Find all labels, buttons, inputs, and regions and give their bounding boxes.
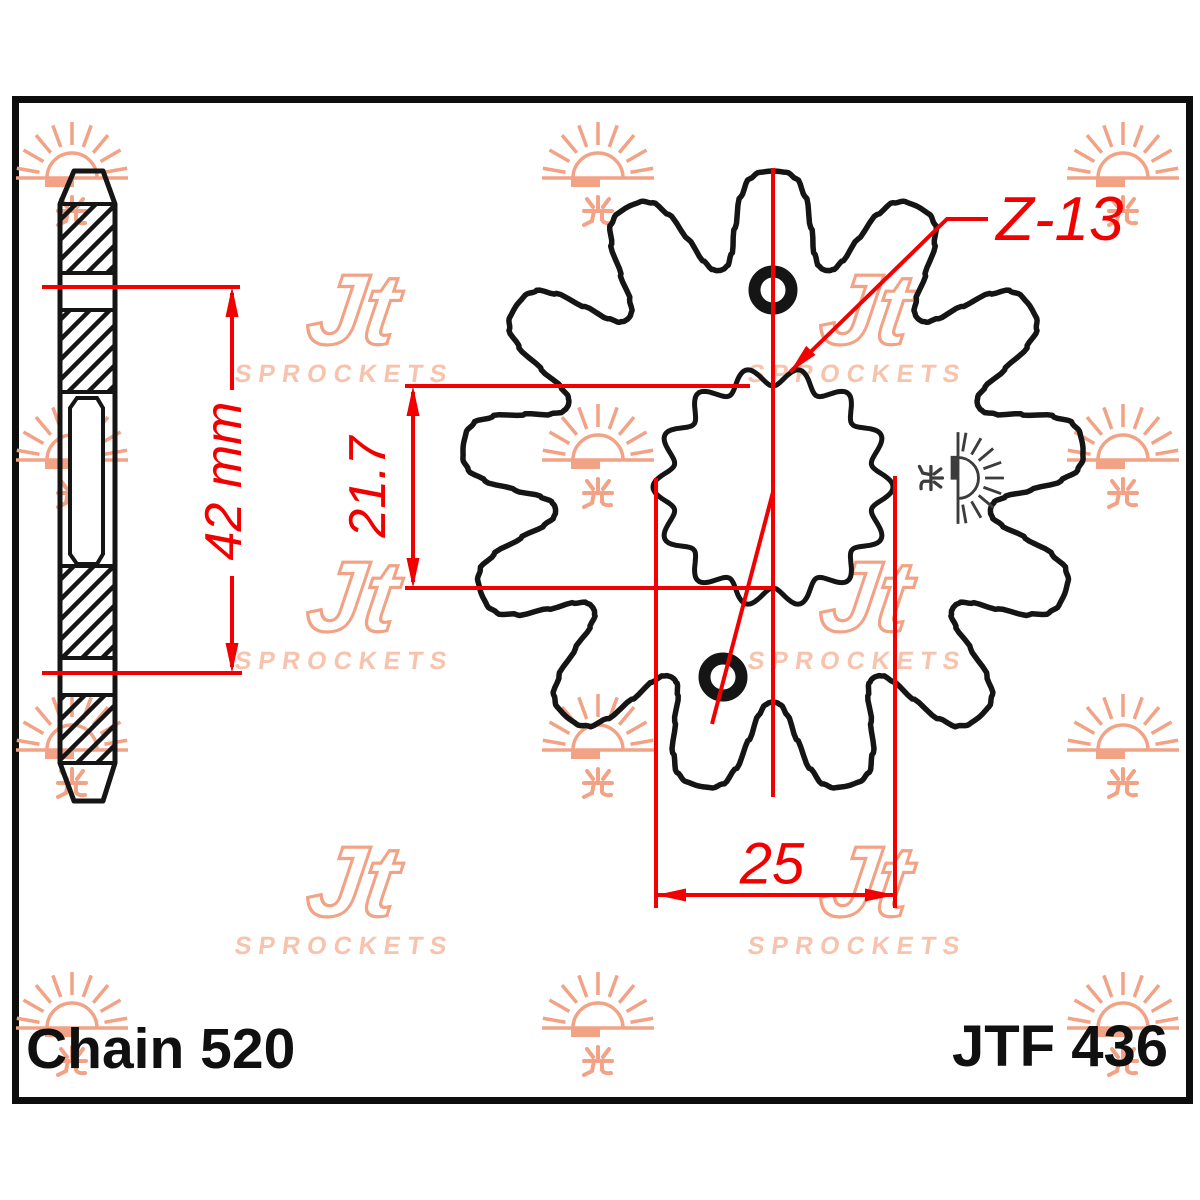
guang-character <box>582 477 614 509</box>
jt-logo-subtext: SPROCKETS <box>746 647 968 675</box>
bolt-hole-bottom <box>698 652 748 702</box>
sun-watermark-icon <box>1067 972 1179 1077</box>
part-number-label: JTF 436 <box>952 1014 1168 1079</box>
sun-watermark-icon <box>917 432 1004 524</box>
drawing-border-frame <box>12 96 1193 1104</box>
guang-character <box>917 464 945 492</box>
sun-watermark-icon <box>542 122 654 227</box>
sun-watermark-icon <box>16 972 128 1077</box>
sun-watermark-icon <box>542 404 654 509</box>
sun-watermark-icon <box>1067 694 1179 799</box>
guang-character <box>1107 195 1139 227</box>
section-diagonal-line <box>710 491 775 725</box>
teeth-count-label: Z-13 <box>996 185 1124 254</box>
guang-character <box>1107 477 1139 509</box>
sun-watermark-icon <box>542 972 654 1077</box>
jt-logo-subtext: SPROCKETS <box>233 360 455 388</box>
jt-logo-subtext: SPROCKETS <box>746 360 968 388</box>
dimension-25 <box>654 476 897 908</box>
guang-character <box>1107 767 1139 799</box>
dimension-21-7 <box>405 384 773 590</box>
watermark-layer: JtSPROCKETSJtSPROCKETSJtSPROCKETSJtSPROC… <box>16 122 1179 1077</box>
jt-logo-subtext: SPROCKETS <box>233 647 455 675</box>
guang-character <box>1107 1045 1139 1077</box>
sun-watermark-icon <box>1067 404 1179 509</box>
jt-stamp-icon <box>917 432 1004 524</box>
jt-logo-letters: Jt <box>301 254 409 365</box>
jt-logo-subtext: SPROCKETS <box>233 932 455 960</box>
jt-logo-subtext: SPROCKETS <box>746 932 968 960</box>
jt-logo-letters: Jt <box>814 826 922 937</box>
z13-leader-line <box>788 217 988 374</box>
guang-character <box>582 767 614 799</box>
jt-logo-letters: Jt <box>301 826 409 937</box>
guang-character <box>582 195 614 227</box>
bore-major-dimension-label: 25 <box>739 831 805 897</box>
sun-watermark-icon <box>1067 122 1179 227</box>
jt-logo-letters: Jt <box>301 541 409 652</box>
dimension-layer <box>42 168 988 908</box>
chain-size-label: Chain 520 <box>26 1017 296 1081</box>
overall-height-dimension-label: 42 mm <box>195 401 253 561</box>
guang-character <box>582 1045 614 1077</box>
dimension-42mm <box>42 285 242 675</box>
spline-minor-dimension-label: 21.7 <box>339 436 397 538</box>
sprocket-side-view <box>57 168 118 804</box>
guang-character <box>56 1045 88 1077</box>
jt-logo-letters: Jt <box>814 541 922 652</box>
